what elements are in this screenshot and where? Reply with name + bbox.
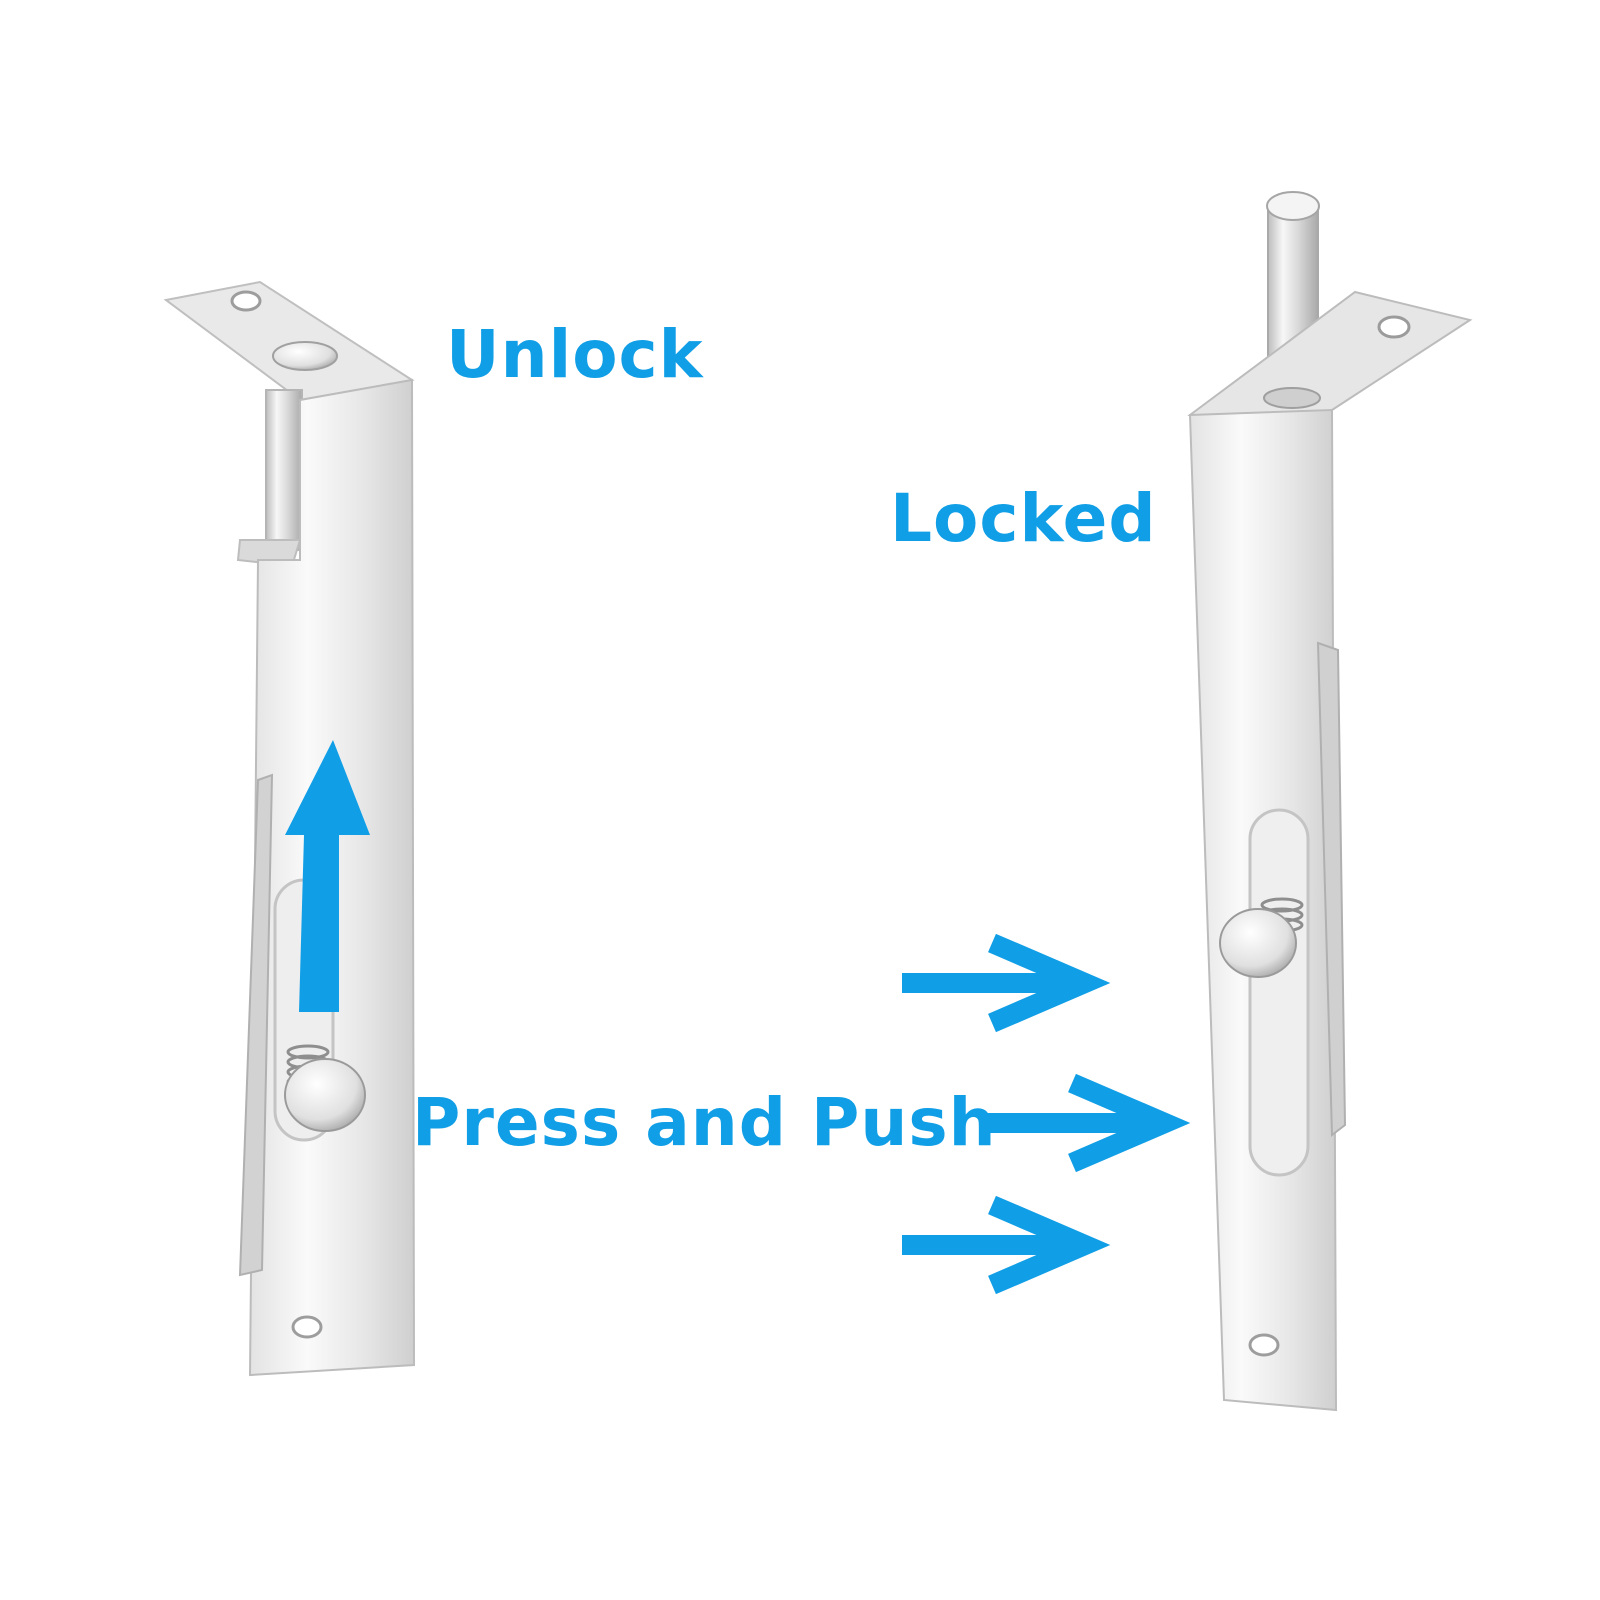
- right-arrow-icon: [902, 1195, 1111, 1295]
- screw-hole: [1377, 315, 1411, 339]
- unlock-label: Unlock: [446, 316, 704, 393]
- bolt-flange: [1316, 641, 1347, 1137]
- right-arrow-icon: [982, 1073, 1191, 1173]
- right-arrow-icon: [902, 933, 1111, 1033]
- retracted-pin: [265, 389, 303, 551]
- screw-hole: [1248, 1333, 1280, 1357]
- locked-label: Locked: [890, 480, 1157, 557]
- screw-hole: [230, 290, 262, 312]
- right-arrows: [902, 933, 1191, 1295]
- mounting-tab: [163, 280, 415, 402]
- screw-hole: [291, 1315, 323, 1339]
- bolt-flange: [238, 773, 274, 1277]
- press-and-push-label: Press and Push: [412, 1084, 997, 1161]
- pin-tip: [1266, 191, 1320, 221]
- up-arrow-icon: [285, 740, 370, 1012]
- pin-base: [1263, 387, 1321, 409]
- flush-bolt-locked: [1187, 191, 1473, 1412]
- slider-knob: [1219, 908, 1297, 978]
- slider-knob: [284, 1058, 366, 1132]
- mounting-tab: [1187, 290, 1473, 422]
- pin-top-cap: [272, 341, 338, 371]
- bolt-slot: [1248, 808, 1310, 1177]
